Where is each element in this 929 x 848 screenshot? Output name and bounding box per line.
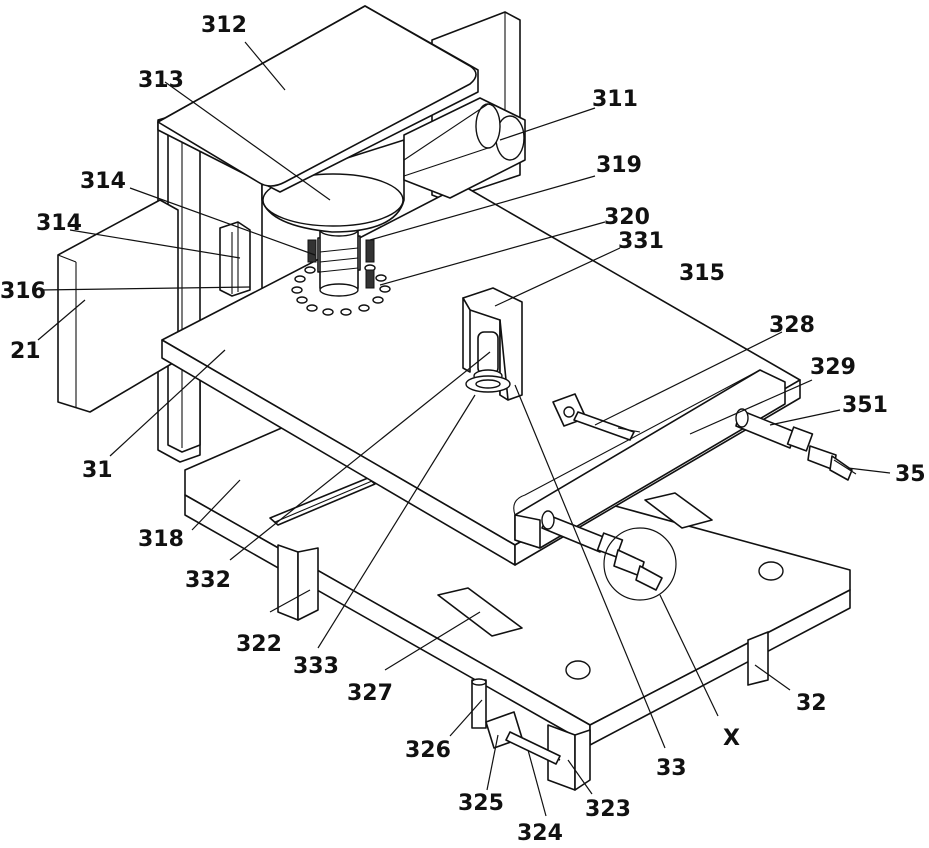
label-314a: 314 [80, 169, 126, 194]
label-33: 33 [656, 756, 687, 781]
label-327: 327 [347, 681, 393, 706]
label-32: 32 [796, 691, 827, 716]
guide-rail [220, 222, 250, 296]
label-333: 333 [293, 654, 339, 679]
label-328: 328 [769, 313, 815, 338]
label-313: 313 [138, 68, 184, 93]
label-35: 35 [895, 462, 926, 487]
label-314b: 314 [36, 211, 82, 236]
label-351: 351 [842, 393, 888, 418]
label-316: 316 [0, 279, 46, 304]
label-326: 326 [405, 738, 451, 763]
label-319: 319 [596, 153, 642, 178]
label-325: 325 [458, 791, 504, 816]
label-X: X [723, 726, 740, 751]
label-323: 323 [585, 797, 631, 822]
label-315: 315 [679, 261, 725, 286]
label-324: 324 [517, 821, 563, 846]
label-332: 332 [185, 568, 231, 593]
label-318: 318 [138, 527, 184, 552]
label-21: 21 [10, 339, 41, 364]
label-31: 31 [82, 458, 113, 483]
label-329: 329 [810, 355, 856, 380]
label-331: 331 [618, 229, 664, 254]
label-320: 320 [604, 205, 650, 230]
label-322: 322 [236, 632, 282, 657]
label-312: 312 [201, 13, 247, 38]
label-311: 311 [592, 87, 638, 112]
